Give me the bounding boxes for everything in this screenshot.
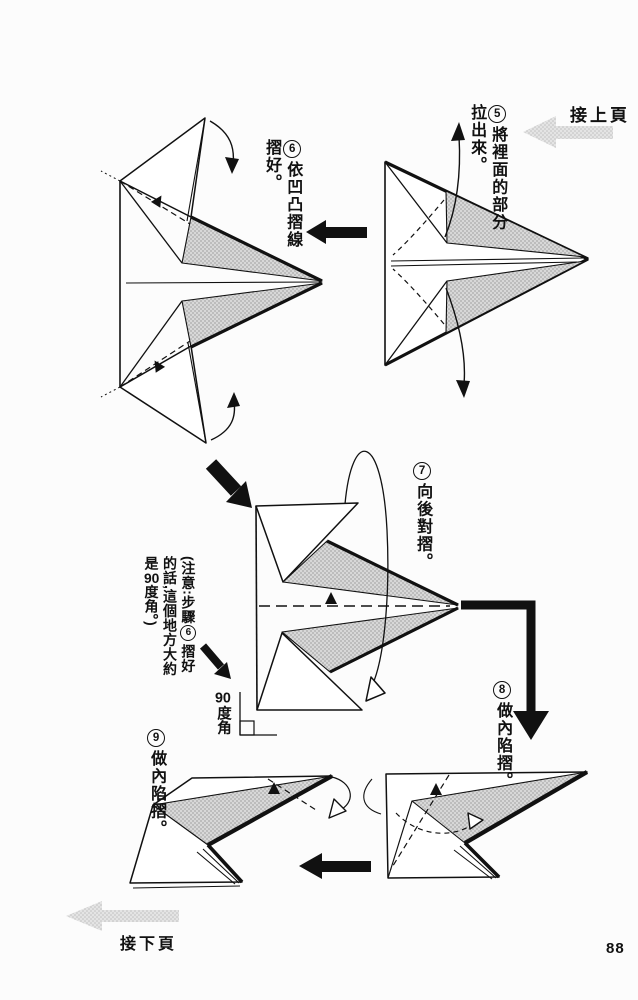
note-col1-post: 摺好 <box>180 644 197 674</box>
note-col3-pre: 是 <box>143 556 160 571</box>
step7-text: 向後對摺。 <box>414 483 432 571</box>
fold-up-arrow <box>210 392 240 441</box>
step8-to-step9-arrow <box>299 853 371 879</box>
prev-page-label: 接上頁 <box>570 106 630 125</box>
angle-label: 90度角 <box>214 691 231 735</box>
fold-down-arrow <box>209 120 239 174</box>
step6-caption: 6 依凹凸摺線 摺好。 <box>261 139 303 249</box>
step5-text-line2: 拉出來。 <box>468 104 486 174</box>
step6-to-step7-arrow <box>205 459 252 508</box>
note-col1-pre: (注意:步驟 <box>180 556 197 625</box>
note-col3-number: 90 <box>143 570 160 585</box>
step7-to-step8-arrow <box>461 600 549 740</box>
pull-out-down-arrow <box>445 287 470 398</box>
pull-out-up-arrow <box>444 122 465 238</box>
step8-number-badge: 8 <box>493 681 512 699</box>
step5-text-line1: 將裡面的部分 <box>489 126 507 231</box>
note-caption: (注意:步驟6 摺好 的話,這個地方大約 是90度角。) <box>142 556 197 676</box>
step9-diagram <box>129 774 351 889</box>
fold-behind-arrow <box>344 450 389 702</box>
step6-text-line1: 依凹凸摺線 <box>284 161 302 249</box>
note-pointer-arrow <box>199 643 231 679</box>
page-number: 88 <box>606 940 625 957</box>
step7-diagram <box>255 450 459 711</box>
step8-text: 做內陷摺。 <box>494 702 512 790</box>
angle-text: 度角 <box>214 705 231 735</box>
prev-page-arrow-icon <box>523 116 613 148</box>
note-col3-post: 度角。) <box>143 584 160 627</box>
right-angle-indicator <box>239 692 277 736</box>
step5-diagram <box>384 122 589 398</box>
step9-number-badge: 9 <box>147 729 166 747</box>
step5-caption: 5 將裡面的部分 拉出來。 <box>466 104 508 231</box>
step7-number-badge: 7 <box>413 462 432 480</box>
step6-number-badge: 6 <box>283 140 302 158</box>
step5-to-step6-arrow <box>306 220 367 244</box>
step8-diagram <box>363 770 589 880</box>
step9-text: 做內陷摺。 <box>148 750 166 838</box>
step8-caption: 8 做內陷摺。 <box>492 680 513 790</box>
note-step6-badge: 6 <box>180 625 197 642</box>
angle-degrees: 90 <box>214 691 231 706</box>
note-col2: 的話,這個地方大約 <box>161 556 178 677</box>
step9-caption: 9 做內陷摺。 <box>146 728 167 838</box>
step6-diagram <box>100 117 323 444</box>
inside-reverse-fold-arrow <box>395 812 484 834</box>
next-page-arrow-icon <box>66 901 179 931</box>
inside-reverse-fold-arrow-2 <box>328 776 351 819</box>
step6-text-line2: 摺好。 <box>263 139 281 192</box>
next-page-label: 接下頁 <box>120 936 178 953</box>
step5-number-badge: 5 <box>488 105 507 123</box>
step7-caption: 7 向後對摺。 <box>412 461 433 571</box>
